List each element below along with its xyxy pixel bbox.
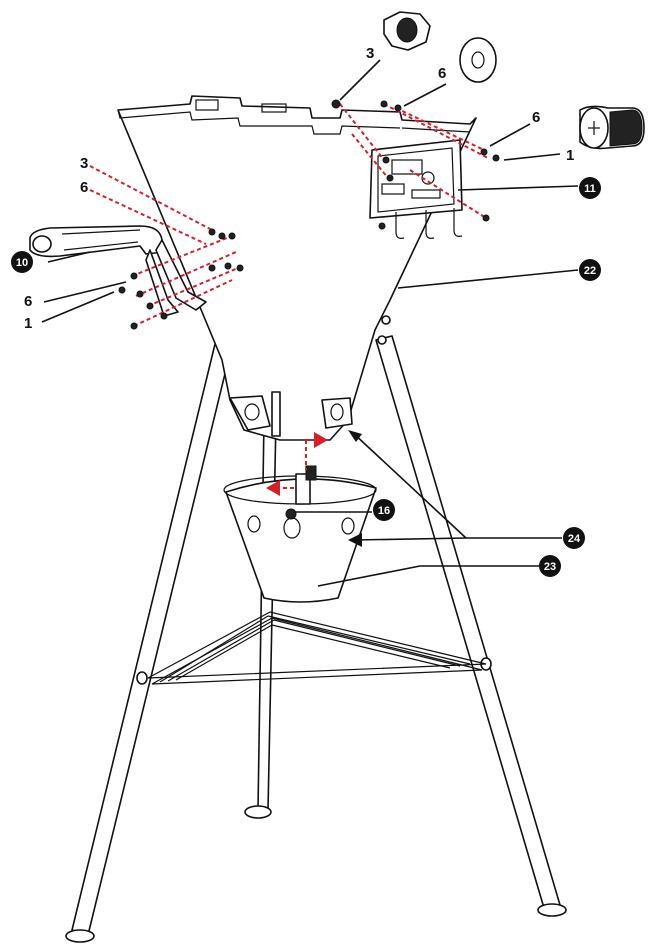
top-nut <box>383 11 431 51</box>
callout-badge-11: 11 <box>579 177 601 199</box>
firebox-basket <box>223 465 377 603</box>
callout-1-left: 1 <box>24 315 32 332</box>
hook-bracket <box>369 139 463 239</box>
hardware-bolts <box>118 99 500 330</box>
leader-arrowheads <box>348 430 362 547</box>
callout-6-top: 6 <box>438 65 446 82</box>
callout-badge-10: 10 <box>11 251 33 273</box>
svg-text:23: 23 <box>544 561 556 573</box>
tripod-leg-left <box>65 330 233 943</box>
tripod-leg-right <box>375 315 567 917</box>
callout-3-left: 3 <box>80 155 88 172</box>
leader-lines <box>41 59 579 587</box>
svg-text:16: 16 <box>378 505 390 517</box>
callout-3-top: 3 <box>366 45 374 62</box>
svg-text:10: 10 <box>16 257 28 269</box>
svg-text:24: 24 <box>568 533 581 545</box>
callout-badge-23: 23 <box>539 555 561 577</box>
assembly-guide-lines <box>89 103 489 489</box>
callout-6-left: 6 <box>24 293 32 310</box>
callout-badge-24: 24 <box>563 527 585 549</box>
callout-badge-22: 22 <box>579 259 601 281</box>
callout-1-right: 1 <box>566 147 574 164</box>
callout-badge-16: 16 <box>373 499 395 521</box>
svg-text:11: 11 <box>584 183 596 195</box>
callout-6-right: 6 <box>532 109 540 126</box>
top-washer <box>459 37 497 83</box>
svg-text:22: 22 <box>584 265 596 277</box>
cone-bottom-tabs <box>229 391 353 437</box>
callout-6-left-top: 6 <box>80 179 88 196</box>
assembly-arrowheads <box>266 432 328 496</box>
tripod-brace <box>147 611 487 685</box>
knob <box>579 105 645 150</box>
